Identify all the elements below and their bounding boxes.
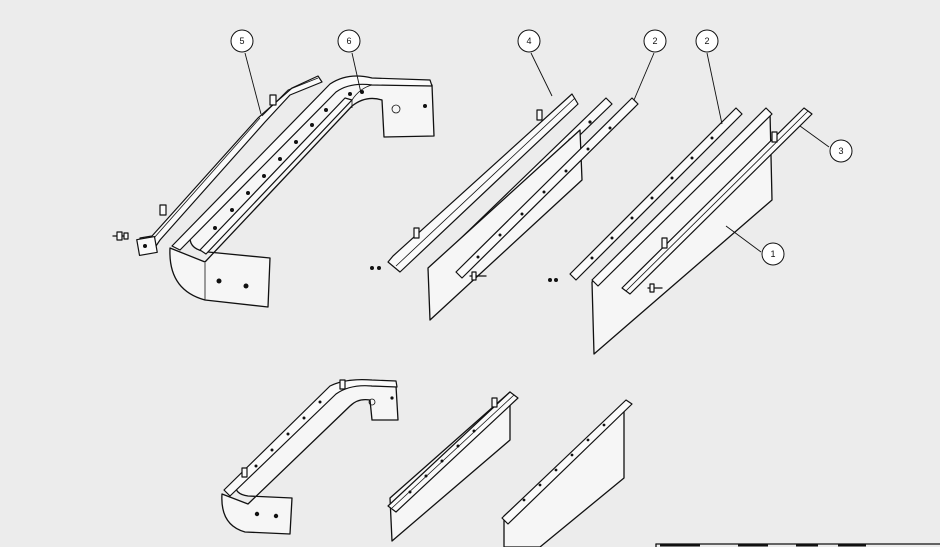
part-4-angle bbox=[387, 93, 579, 273]
balloon-part-3: 3 bbox=[829, 139, 853, 163]
part-6-flange bbox=[171, 75, 433, 251]
leaders bbox=[244, 52, 830, 253]
part-2-strip-a bbox=[455, 97, 639, 279]
fastener-mid-left bbox=[370, 266, 381, 270]
svg-text:3: 3 bbox=[838, 146, 843, 156]
bottom-assembled-views bbox=[221, 379, 633, 547]
balloon-part-5: 5 bbox=[230, 29, 254, 53]
svg-text:6: 6 bbox=[346, 36, 351, 46]
balloon-part-2-a: 2 bbox=[643, 29, 667, 53]
svg-text:2: 2 bbox=[704, 36, 709, 46]
fastener-left bbox=[112, 231, 129, 241]
right-strip-explode bbox=[548, 107, 813, 355]
balloon-part-2-b: 2 bbox=[695, 29, 719, 53]
fastener-right bbox=[548, 278, 558, 282]
svg-text:5: 5 bbox=[239, 36, 244, 46]
middle-strip-explode bbox=[370, 93, 639, 321]
svg-text:4: 4 bbox=[526, 36, 531, 46]
balloon-part-6: 6 bbox=[337, 29, 361, 53]
balloon-part-1: 1 bbox=[761, 242, 785, 266]
svg-text:2: 2 bbox=[652, 36, 657, 46]
curved-bracket-explode bbox=[112, 75, 435, 308]
svg-text:1: 1 bbox=[770, 249, 775, 259]
balloon-part-4: 4 bbox=[517, 29, 541, 53]
